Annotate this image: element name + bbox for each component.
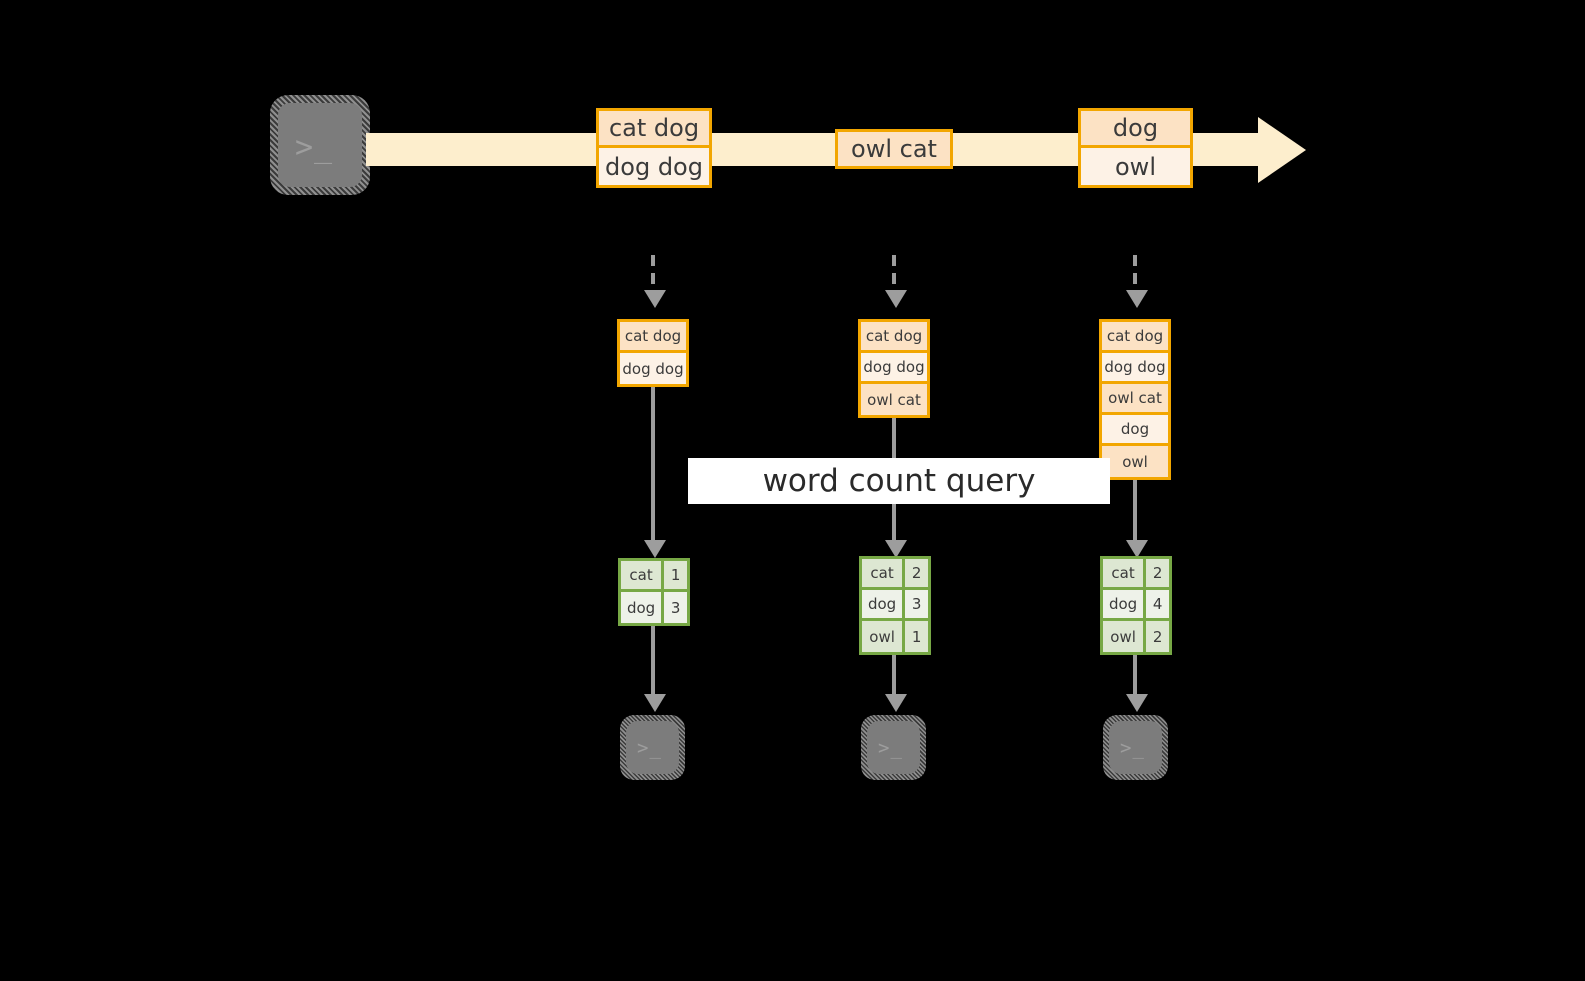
buffer-2-row-1: cat dog <box>861 322 927 353</box>
stream-record-3-line-1: dog <box>1081 111 1190 148</box>
result-2-row-2: dog 3 <box>862 590 928 621</box>
stream-record-2: owl cat <box>835 129 953 169</box>
buffer-2-row-3: owl cat <box>861 384 927 415</box>
buffer-3-row-4: dog <box>1102 415 1168 446</box>
stream-to-buffer-2-arrowhead <box>885 290 907 308</box>
buffer-stack-3: cat dog dog dog owl cat dog owl <box>1099 319 1171 480</box>
terminal-prompt-glyph: >_ <box>637 737 662 759</box>
buffer-stack-2: cat dog dog dog owl cat <box>858 319 930 418</box>
stream-record-3: dog owl <box>1078 108 1193 188</box>
consumer-terminal-icon-1: >_ <box>620 715 685 780</box>
result-2-row-1-word: cat <box>862 559 906 587</box>
producer-terminal-icon: >_ <box>270 95 370 195</box>
query-label: word count query <box>762 463 1036 499</box>
stream-record-2-line-1: owl cat <box>838 132 950 166</box>
result-1-to-consumer-1-line <box>651 626 655 698</box>
result-1-to-consumer-1-arrowhead <box>644 694 666 712</box>
terminal-body <box>278 103 362 187</box>
result-3-row-3: owl 2 <box>1103 621 1169 652</box>
query-label-band: word count query <box>688 458 1110 504</box>
result-3-row-3-word: owl <box>1103 621 1147 652</box>
result-3-row-2-word: dog <box>1103 590 1147 618</box>
stream-record-1-line-1: cat dog <box>599 111 709 148</box>
buffer-2-to-result-2-arrowhead <box>885 540 907 558</box>
result-3-row-1-word: cat <box>1103 559 1147 587</box>
result-2-to-consumer-2-line <box>892 655 896 698</box>
buffer-2-row-2: dog dog <box>861 353 927 384</box>
buffer-3-row-1: cat dog <box>1102 322 1168 353</box>
result-2-row-2-count: 3 <box>905 590 928 618</box>
stream-to-buffer-2-line <box>892 255 896 295</box>
result-2-row-3-word: owl <box>862 621 906 652</box>
buffer-3-to-result-3-arrowhead <box>1126 540 1148 558</box>
result-2-row-3: owl 1 <box>862 621 928 652</box>
terminal-prompt-glyph: >_ <box>1120 737 1145 759</box>
result-1-row-2: dog 3 <box>621 592 687 623</box>
result-3-to-consumer-3-line <box>1133 655 1137 698</box>
buffer-1-row-1: cat dog <box>620 322 686 353</box>
buffer-3-row-5: owl <box>1102 446 1168 477</box>
stream-to-buffer-1-arrowhead <box>644 290 666 308</box>
buffer-stack-1: cat dog dog dog <box>617 319 689 387</box>
result-table-3: cat 2 dog 4 owl 2 <box>1100 556 1172 655</box>
stream-record-1: cat dog dog dog <box>596 108 712 188</box>
result-2-row-1-count: 2 <box>905 559 928 587</box>
result-3-row-2-count: 4 <box>1146 590 1169 618</box>
result-3-row-1: cat 2 <box>1103 559 1169 590</box>
stream-to-buffer-1-line <box>651 255 655 295</box>
stream-record-3-line-2: owl <box>1081 148 1190 185</box>
buffer-3-row-2: dog dog <box>1102 353 1168 384</box>
consumer-terminal-icon-2: >_ <box>861 715 926 780</box>
result-3-row-3-count: 2 <box>1146 621 1169 652</box>
result-table-2: cat 2 dog 3 owl 1 <box>859 556 931 655</box>
consumer-terminal-icon-3: >_ <box>1103 715 1168 780</box>
result-1-row-2-count: 3 <box>664 592 687 623</box>
event-stream-arrowhead <box>1258 117 1306 183</box>
terminal-prompt-glyph: >_ <box>295 130 334 165</box>
stream-record-1-line-2: dog dog <box>599 148 709 185</box>
result-1-row-1-word: cat <box>621 561 665 589</box>
result-1-row-1-count: 1 <box>664 561 687 589</box>
stream-to-buffer-3-arrowhead <box>1126 290 1148 308</box>
result-1-row-2-word: dog <box>621 592 665 623</box>
terminal-body <box>626 721 679 774</box>
buffer-1-to-result-1-line <box>651 387 655 545</box>
buffer-3-to-result-3-line <box>1133 480 1137 545</box>
result-3-row-2: dog 4 <box>1103 590 1169 621</box>
result-2-to-consumer-2-arrowhead <box>885 694 907 712</box>
terminal-body <box>867 721 920 774</box>
stream-to-buffer-3-line <box>1133 255 1137 295</box>
terminal-body <box>1109 721 1162 774</box>
result-table-1: cat 1 dog 3 <box>618 558 690 626</box>
buffer-1-to-result-1-arrowhead <box>644 540 666 558</box>
result-3-row-1-count: 2 <box>1146 559 1169 587</box>
buffer-3-row-3: owl cat <box>1102 384 1168 415</box>
result-1-row-1: cat 1 <box>621 561 687 592</box>
result-3-to-consumer-3-arrowhead <box>1126 694 1148 712</box>
terminal-prompt-glyph: >_ <box>878 737 903 759</box>
result-2-row-3-count: 1 <box>905 621 928 652</box>
result-2-row-1: cat 2 <box>862 559 928 590</box>
buffer-1-row-2: dog dog <box>620 353 686 384</box>
result-2-row-2-word: dog <box>862 590 906 618</box>
